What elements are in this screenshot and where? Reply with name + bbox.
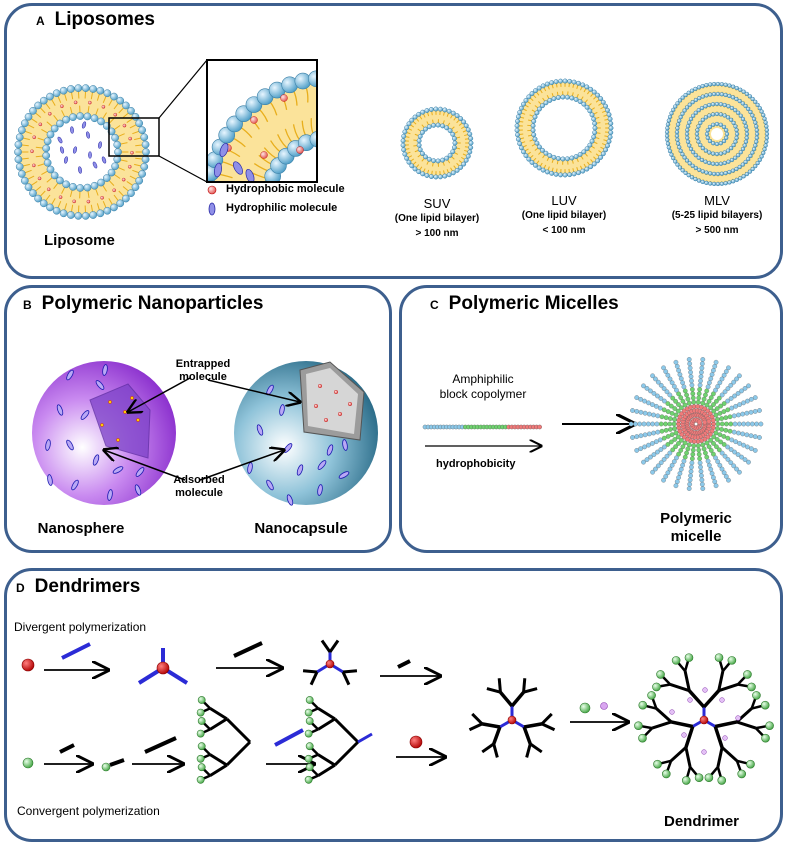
micelle-label-1: Polymeric	[660, 510, 732, 527]
mlv-size: > 500 nm	[695, 225, 739, 236]
liposome-illustration	[14, 84, 150, 220]
suv-name: SUV	[423, 196, 451, 211]
hydrophobic-molecule-icon	[207, 185, 217, 195]
legend-hydrophobic: Hydrophobic molecule	[226, 183, 345, 195]
nanosphere-label: Nanosphere	[37, 520, 125, 537]
liposome-zoom-box	[108, 59, 318, 183]
entrapped-label-2: molecule	[179, 371, 227, 383]
convergent-label: Convergent polymerization	[17, 804, 160, 818]
mlv-name: MLV	[704, 193, 730, 208]
block-copolymer-chain	[422, 424, 542, 430]
pointer-arrows	[104, 377, 300, 481]
nanosphere-illustration	[32, 361, 176, 505]
legend-hydrophilic: Hydrophilic molecule	[226, 202, 338, 214]
mlv-illustration	[664, 81, 770, 187]
divergent-label: Divergent polymerization	[14, 620, 147, 634]
suv-desc: (One lipid bilayer)	[394, 213, 480, 224]
copolymer-label-2: block copolymer	[439, 387, 527, 401]
dendrimer-label: Dendrimer	[664, 813, 740, 830]
entrapped-label-1: Entrapped	[175, 358, 231, 370]
panel-dendrimers	[4, 568, 783, 842]
hydrophobicity-label: hydrophobicity	[436, 458, 516, 470]
hydrophilic-molecule-icon	[208, 202, 216, 216]
dendrimer-illustrations	[21, 639, 774, 785]
adsorbed-label-2: molecule	[175, 487, 223, 499]
copolymer-label-1: Amphiphilic	[452, 372, 514, 386]
adsorbed-label-1: Adsorbed	[173, 474, 225, 486]
luv-illustration	[514, 78, 614, 178]
mlv-desc: (5-25 lipid bilayers)	[671, 210, 763, 221]
suv-size: > 100 nm	[415, 228, 459, 239]
micelle-label-2: micelle	[670, 528, 722, 545]
suv-illustration	[400, 106, 474, 180]
micelle-illustration	[628, 357, 764, 491]
nanocapsule-illustration	[234, 361, 378, 506]
luv-size: < 100 nm	[542, 225, 586, 236]
luv-name: LUV	[551, 193, 577, 208]
nanocapsule-label: Nanocapsule	[254, 520, 348, 537]
luv-desc: (One lipid bilayer)	[521, 210, 607, 221]
liposome-label: Liposome	[44, 232, 115, 249]
